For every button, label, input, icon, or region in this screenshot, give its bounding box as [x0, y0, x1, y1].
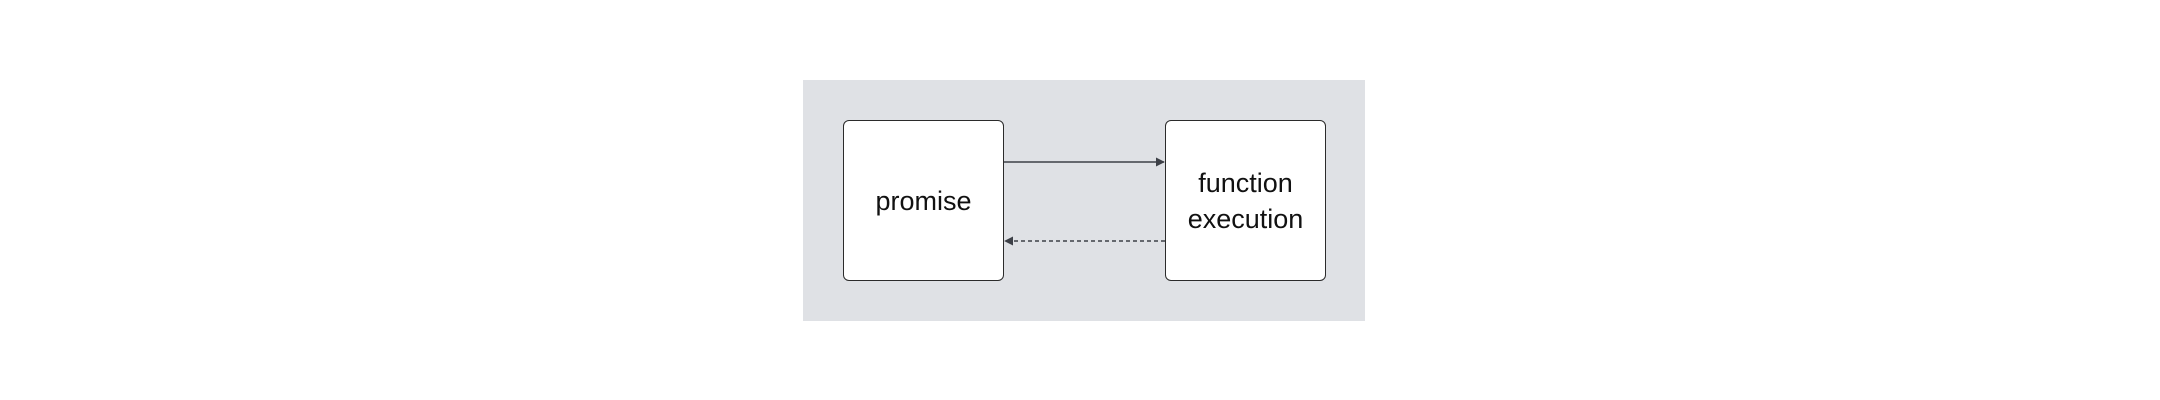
- node-function-execution-label: function execution: [1187, 167, 1304, 234]
- node-function-execution: function execution: [1165, 120, 1326, 281]
- diagram-panel: promise function execution: [803, 80, 1365, 321]
- node-promise-label: promise: [875, 185, 972, 216]
- connectors: [1004, 157, 1165, 246]
- node-promise: promise: [843, 120, 1004, 281]
